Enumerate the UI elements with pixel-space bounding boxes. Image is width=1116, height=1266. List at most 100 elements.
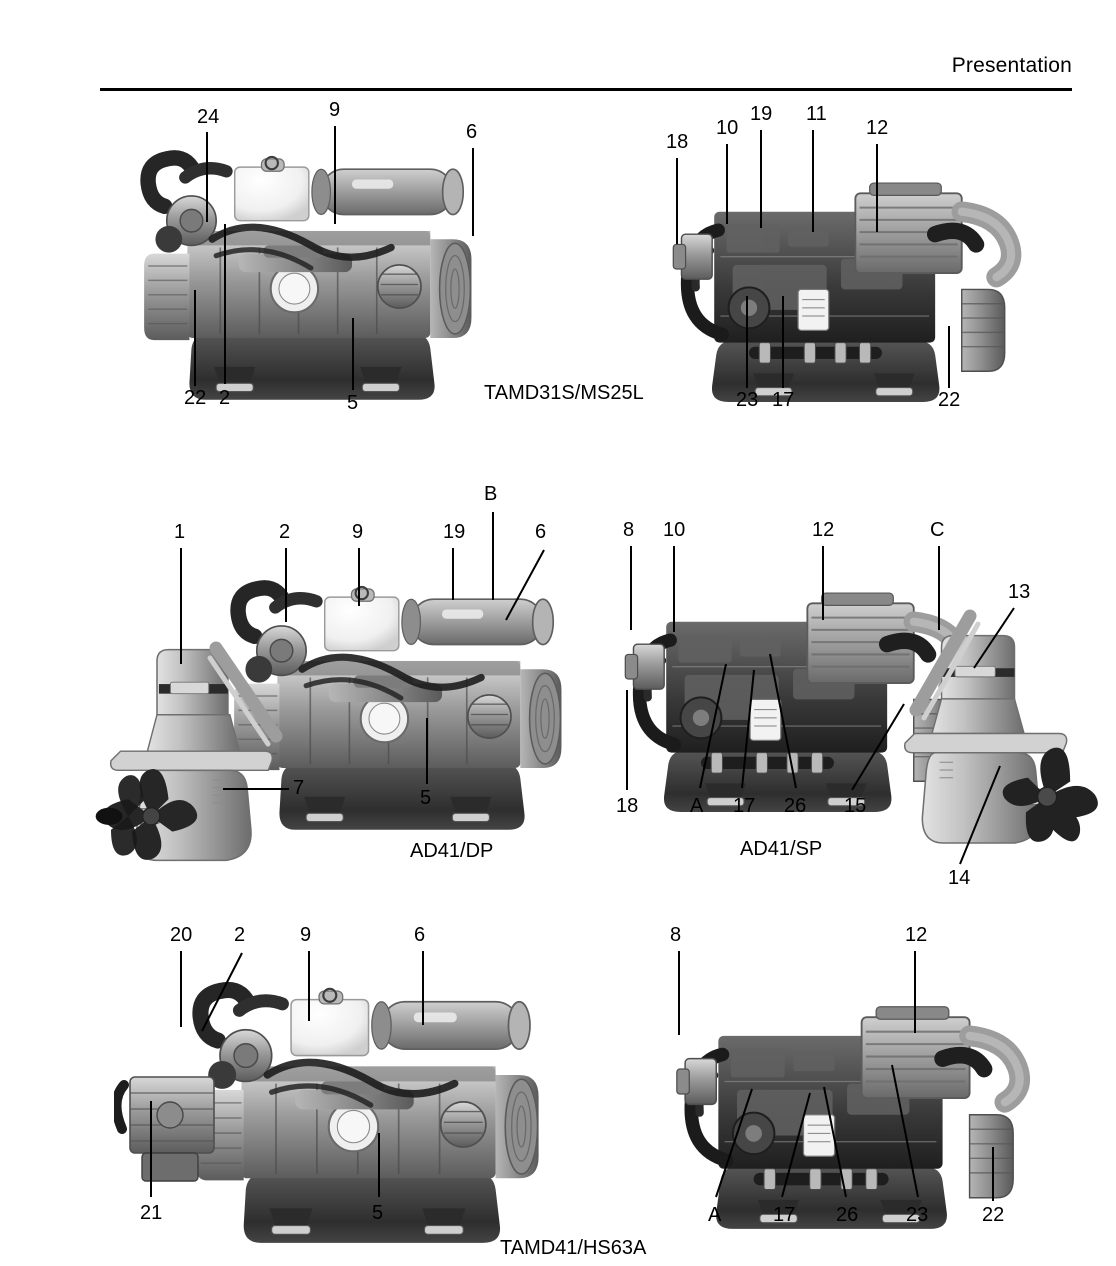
leader-6 (472, 148, 474, 236)
leader-5-hs (378, 1133, 380, 1197)
callout-17: 17 (772, 389, 795, 411)
leader-12-sp (822, 546, 824, 620)
header-rule (100, 88, 1072, 91)
callout-21: 21 (140, 1202, 163, 1224)
leader-8-rear (678, 951, 680, 1035)
callout-8: 8 (623, 519, 635, 541)
leader-21 (150, 1101, 152, 1197)
leader-17-sp (741, 669, 755, 789)
leader-6-hs (422, 951, 424, 1025)
leader-2 (224, 224, 226, 384)
figure-ad41sp: 8 10 12 C 13 18 A 17 26 15 14 (600, 500, 1100, 910)
page-header-title: Presentation (951, 54, 1072, 77)
callout-A-sp: A (690, 795, 704, 817)
leader-22 (194, 290, 196, 386)
callout-10-sp: 10 (663, 519, 686, 541)
leader-8 (630, 546, 632, 630)
leader-12 (876, 144, 878, 232)
leader-10-sp (673, 546, 675, 632)
callout-9-dp: 9 (352, 521, 364, 543)
callout-11: 11 (806, 103, 827, 125)
callout-18: 18 (666, 131, 689, 153)
leader-23-rear (891, 1064, 919, 1198)
callout-9: 9 (329, 99, 341, 121)
leader-12-rear (914, 951, 916, 1033)
callout-5: 5 (347, 392, 359, 414)
figure-ad41dp: 1 2 9 19 B 6 7 5 AD41/DP (60, 484, 600, 870)
callout-17-rear: 17 (773, 1204, 796, 1226)
callout-10: 10 (716, 117, 739, 139)
leader-B (492, 512, 494, 600)
leader-22-rear (948, 326, 950, 388)
leader-11 (812, 130, 814, 232)
callout-22: 22 (184, 387, 207, 409)
leader-C (938, 546, 940, 630)
leader-23 (746, 296, 748, 388)
leader-6-dp (505, 549, 545, 621)
callout-14: 14 (948, 867, 971, 889)
figure-caption-ad41sp: AD41/SP (740, 838, 823, 860)
callout-23: 23 (736, 389, 759, 411)
leader-24 (206, 132, 208, 222)
callout-5-hs: 5 (372, 1202, 384, 1224)
callout-9-hs: 9 (300, 924, 312, 946)
callout-6-hs: 6 (414, 924, 426, 946)
leader-15 (851, 703, 905, 791)
callout-24: 24 (197, 106, 220, 128)
leader-10 (726, 144, 728, 224)
figure-tamd31s-side: 24 9 6 22 2 5 TAMD31S/MS25L (100, 99, 644, 430)
callout-1: 1 (174, 521, 186, 543)
leader-17 (782, 296, 784, 388)
figure-tamd41hs63a: 20 2 9 6 21 5 TAMD41/HS63A (100, 915, 646, 1259)
leader-20 (180, 951, 182, 1027)
callout-12: 12 (866, 117, 889, 139)
leader-19 (760, 130, 762, 228)
callout-26-sp: 26 (784, 795, 807, 817)
callout-5-dp: 5 (420, 787, 432, 809)
callout-19: 19 (750, 103, 773, 125)
callout-12-rear: 12 (905, 924, 928, 946)
callout-26-rear: 26 (836, 1204, 859, 1226)
leader-9-hs (308, 951, 310, 1021)
leader-2-dp (285, 548, 287, 622)
figure-caption-tamd31s: TAMD31S/MS25L (484, 382, 644, 404)
transom-shield-sp (909, 609, 981, 721)
engine-illustration-tamd31s-side (140, 132, 490, 402)
callout-6-dp: 6 (535, 521, 547, 543)
leader-13 (973, 607, 1015, 669)
callout-A-rear: A (708, 1204, 722, 1226)
leader-26-rear (823, 1086, 847, 1198)
leader-5-dp (426, 718, 428, 784)
callout-7: 7 (293, 777, 305, 799)
transom-shield (207, 641, 283, 747)
leader-A-rear (715, 1088, 753, 1198)
callout-19-dp: 19 (443, 521, 466, 543)
callout-23-rear: 23 (906, 1204, 929, 1226)
leader-26-sp (769, 653, 797, 789)
callout-B: B (484, 483, 498, 505)
figure-tamd41hs63a-rear: 8 12 A 17 26 23 22 (640, 915, 1060, 1245)
callout-22-rear2: 22 (982, 1204, 1005, 1226)
leader-1 (180, 548, 182, 664)
leader-5 (352, 318, 354, 390)
callout-12-sp: 12 (812, 519, 835, 541)
callout-2-dp: 2 (279, 521, 291, 543)
reverse-gear-hs63a (114, 1076, 215, 1182)
leader-14 (959, 765, 1001, 865)
leader-18-sp (626, 690, 628, 790)
callout-2-hs: 2 (234, 924, 246, 946)
callout-22-rear: 22 (938, 389, 961, 411)
callout-8-rear: 8 (670, 924, 682, 946)
leader-9-dp (358, 548, 360, 606)
leader-18 (676, 158, 678, 244)
callout-20: 20 (170, 924, 193, 946)
leader-9 (334, 126, 336, 224)
figure-caption-tamd41hs63a: TAMD41/HS63A (500, 1237, 647, 1259)
callout-18-sp: 18 (616, 795, 639, 817)
leader-A-sp (699, 663, 727, 789)
figure-tamd31s-rear: 18 10 19 11 12 23 17 22 (640, 100, 1040, 430)
leader-7 (223, 788, 289, 790)
engine-illustration-tamd31s-rear (654, 136, 1024, 404)
callout-15: 15 (844, 795, 867, 817)
